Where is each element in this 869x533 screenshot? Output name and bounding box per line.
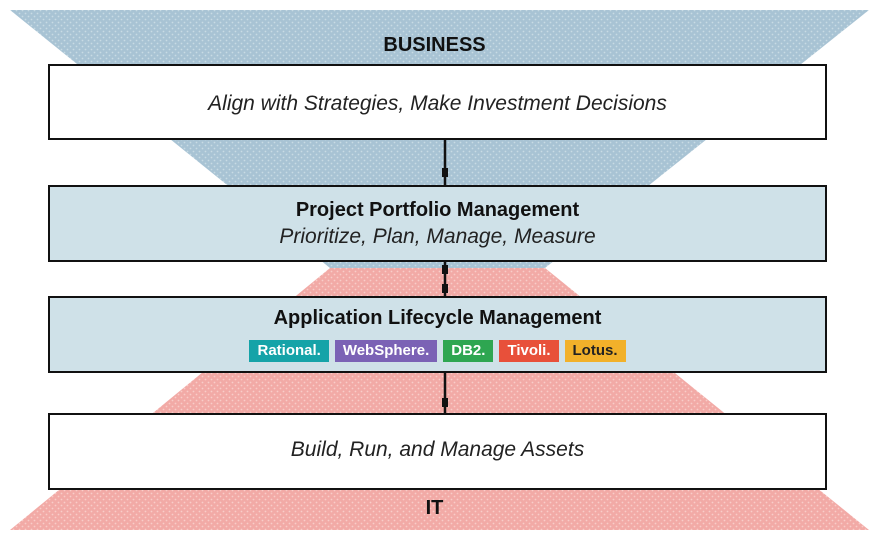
- websphere-logo: WebSphere.: [334, 340, 438, 362]
- rational-logo: Rational.: [249, 340, 329, 362]
- strategy-box: Align with Strategies, Make Investment D…: [48, 64, 827, 140]
- assets-box: Build, Run, and Manage Assets: [48, 413, 827, 490]
- alm-box: Application Lifecycle Management Rationa…: [48, 296, 827, 373]
- db2-logo: DB2.: [443, 340, 494, 362]
- lotus-logo: Lotus.: [564, 340, 626, 362]
- portfolio-title: Project Portfolio Management: [295, 199, 580, 221]
- strategy-text: Align with Strategies, Make Investment D…: [208, 92, 667, 115]
- portfolio-subtitle: Prioritize, Plan, Manage, Measure: [279, 225, 596, 248]
- tivoli-logo: Tivoli.: [499, 340, 559, 362]
- assets-text: Build, Run, and Manage Assets: [290, 438, 585, 461]
- it-label: IT: [425, 497, 444, 519]
- portfolio-box: Project Portfolio Management Prioritize,…: [48, 185, 827, 262]
- brand-logos: Rational. WebSphere. DB2. Tivoli. Lotus.: [50, 340, 825, 362]
- alm-title: Application Lifecycle Management: [273, 307, 602, 329]
- business-label: BUSINESS: [383, 34, 486, 56]
